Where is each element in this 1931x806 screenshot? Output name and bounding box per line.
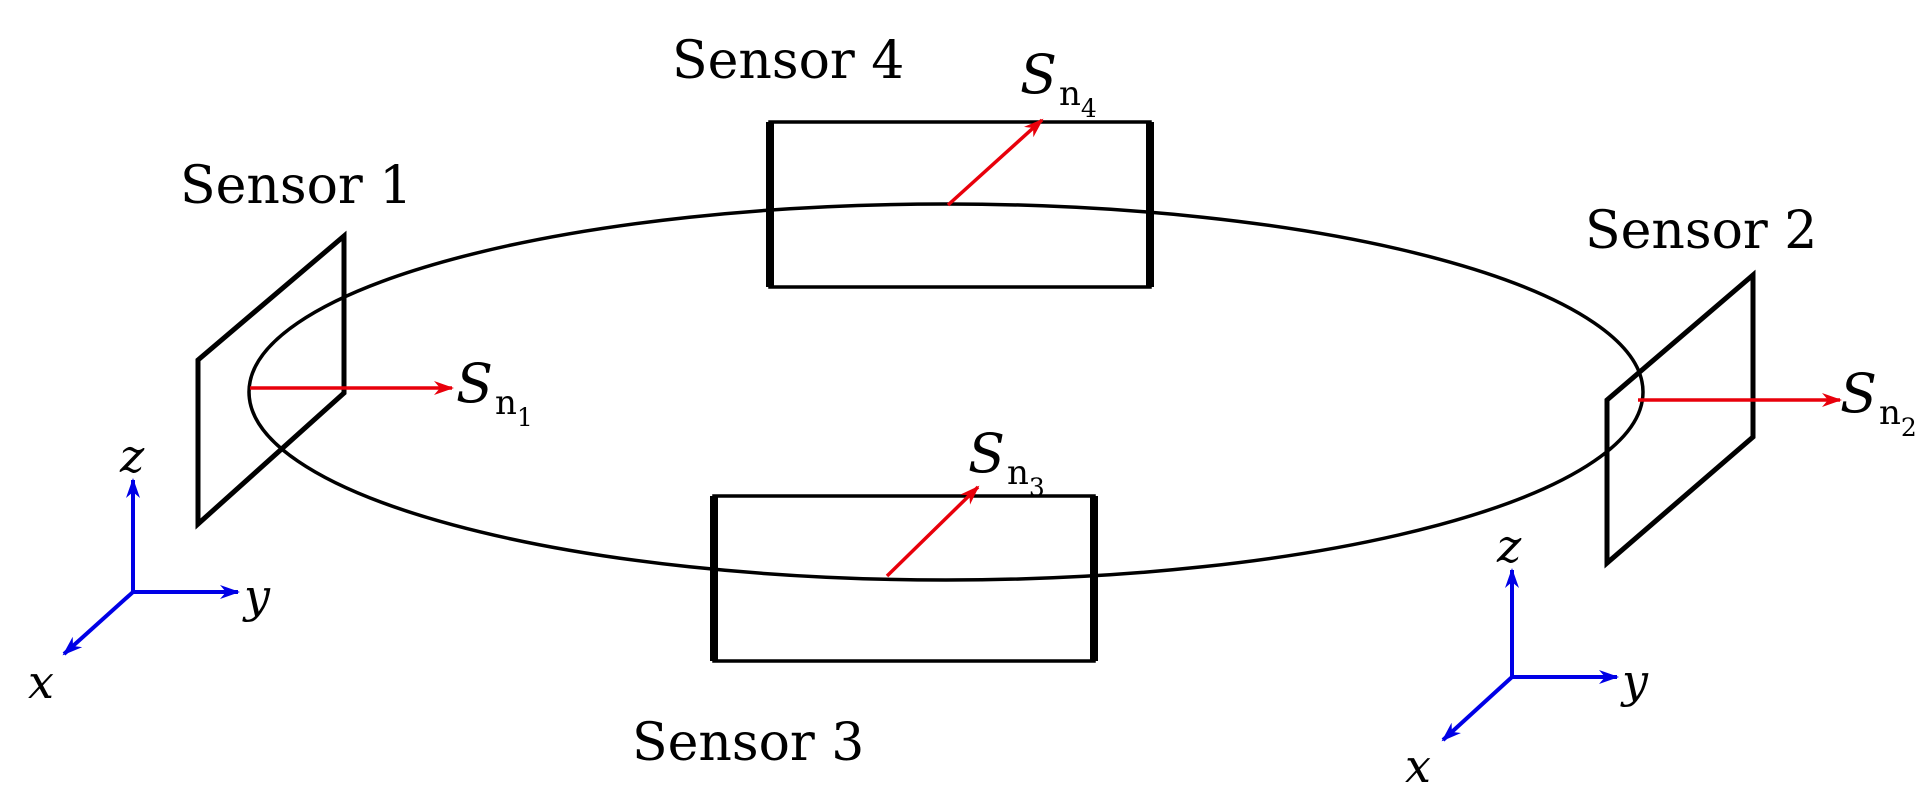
normal-vector-1-label: Sn1: [456, 352, 533, 432]
sensor-2-label: Sensor 2: [1585, 201, 1817, 261]
vector-index: 3: [1029, 473, 1045, 502]
ring-path: [247, 202, 1645, 582]
x-axis-arrow: [1441, 675, 1514, 742]
sensor-1-plate: [195, 230, 347, 530]
normal-vector-3-label: Sn3: [968, 422, 1045, 502]
sensor-3: [710, 494, 1098, 663]
vector-subscript: n: [1059, 74, 1081, 114]
sensor-4-label: Sensor 4: [672, 31, 904, 91]
z-axis-label: z: [119, 429, 145, 483]
sensor-3-label: Sensor 3: [632, 713, 864, 773]
z-axis-label: z: [1496, 519, 1522, 573]
normal-vector-3-arrow: [885, 485, 980, 578]
sensor-2-plate: [1604, 269, 1756, 569]
y-axis-label: y: [242, 569, 271, 623]
coordinate-frame-left: z y x: [28, 429, 271, 709]
vector-symbol: S: [456, 352, 493, 415]
x-axis-arrow: [62, 590, 135, 656]
vector-subscript: n: [1007, 453, 1029, 493]
normal-vector-4-arrow: [946, 118, 1044, 207]
vector-symbol: S: [1840, 362, 1877, 425]
vector-index: 2: [1901, 413, 1917, 442]
coordinate-frame-right: z y x: [1405, 519, 1649, 793]
normal-vector-4-label: Sn4: [1020, 43, 1097, 123]
vector-index: 4: [1081, 94, 1097, 123]
sensor-1-label: Sensor 1: [180, 156, 412, 216]
vector-index: 1: [517, 403, 533, 432]
vector-subscript: n: [1879, 393, 1901, 433]
vector-subscript: n: [495, 383, 517, 423]
normal-vector-2-label: Sn2: [1840, 362, 1917, 442]
vector-symbol: S: [968, 422, 1005, 485]
sensor-4: [766, 120, 1154, 289]
x-axis-label: x: [1405, 739, 1431, 793]
vector-symbol: S: [1020, 43, 1057, 106]
y-axis-label: y: [1620, 654, 1649, 708]
x-axis-label: x: [28, 655, 54, 709]
